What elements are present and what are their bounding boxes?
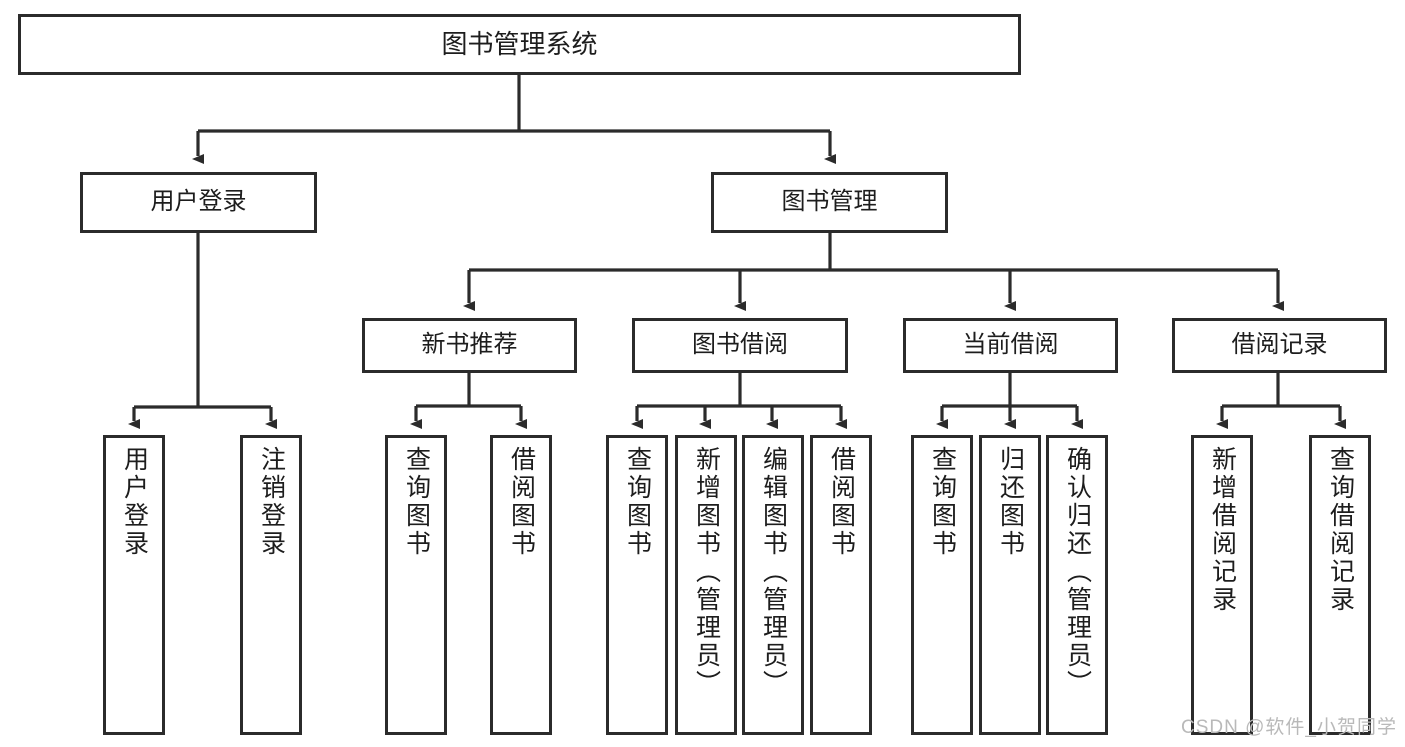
leaf-current-borrow-query[interactable]: 查询图书 [911, 435, 973, 735]
leaf-borrow-record-add[interactable]: 新增借阅记录 [1191, 435, 1253, 735]
node-label: 注销登录 [257, 446, 286, 558]
node-label: 图书管理系统 [441, 29, 598, 60]
node-label: 新书推荐 [421, 331, 518, 359]
node-borrow-record[interactable]: 借阅记录 [1172, 318, 1387, 373]
node-book-borrow[interactable]: 图书借阅 [632, 318, 848, 373]
node-new-book-recommend[interactable]: 新书推荐 [362, 318, 577, 373]
leaf-current-borrow-confirm-admin[interactable]: 确认归还（管理员） [1046, 435, 1108, 735]
node-book-management[interactable]: 图书管理 [711, 172, 948, 233]
leaf-book-borrow-edit-admin[interactable]: 编辑图书（管理员） [742, 435, 804, 735]
leaf-current-borrow-return[interactable]: 归还图书 [979, 435, 1041, 735]
node-label: 借阅记录 [1231, 331, 1328, 359]
node-label: 归还图书 [996, 446, 1025, 558]
leaf-book-borrow-borrow[interactable]: 借阅图书 [810, 435, 872, 735]
node-label: 查询图书 [928, 446, 957, 558]
leaf-user-login-login[interactable]: 用户登录 [103, 435, 165, 735]
watermark: CSDN @软件_小贺同学 [1181, 717, 1397, 738]
node-label: 图书借阅 [692, 331, 788, 359]
node-label: 确认归还（管理员） [1063, 446, 1092, 698]
leaf-book-borrow-query[interactable]: 查询图书 [606, 435, 668, 735]
node-label: 查询图书 [402, 446, 431, 558]
node-label: 用户登录 [150, 188, 247, 216]
node-user-login[interactable]: 用户登录 [80, 172, 317, 233]
node-label: 查询借阅记录 [1326, 446, 1355, 614]
node-label: 查询图书 [623, 446, 652, 558]
leaf-borrow-record-query[interactable]: 查询借阅记录 [1309, 435, 1371, 735]
node-label: 编辑图书（管理员） [759, 446, 788, 698]
node-label: 用户登录 [120, 446, 149, 558]
node-root-system[interactable]: 图书管理系统 [18, 14, 1021, 75]
node-label: 借阅图书 [507, 446, 536, 558]
leaf-new-book-query[interactable]: 查询图书 [385, 435, 447, 735]
node-label: 当前借阅 [962, 331, 1059, 359]
node-current-borrow[interactable]: 当前借阅 [903, 318, 1118, 373]
node-label: 新增图书（管理员） [692, 446, 721, 698]
node-label: 图书管理 [781, 188, 878, 216]
leaf-user-login-logout[interactable]: 注销登录 [240, 435, 302, 735]
leaf-book-borrow-add-admin[interactable]: 新增图书（管理员） [675, 435, 737, 735]
node-label: 新增借阅记录 [1208, 446, 1237, 614]
leaf-new-book-borrow[interactable]: 借阅图书 [490, 435, 552, 735]
node-label: 借阅图书 [827, 446, 856, 558]
